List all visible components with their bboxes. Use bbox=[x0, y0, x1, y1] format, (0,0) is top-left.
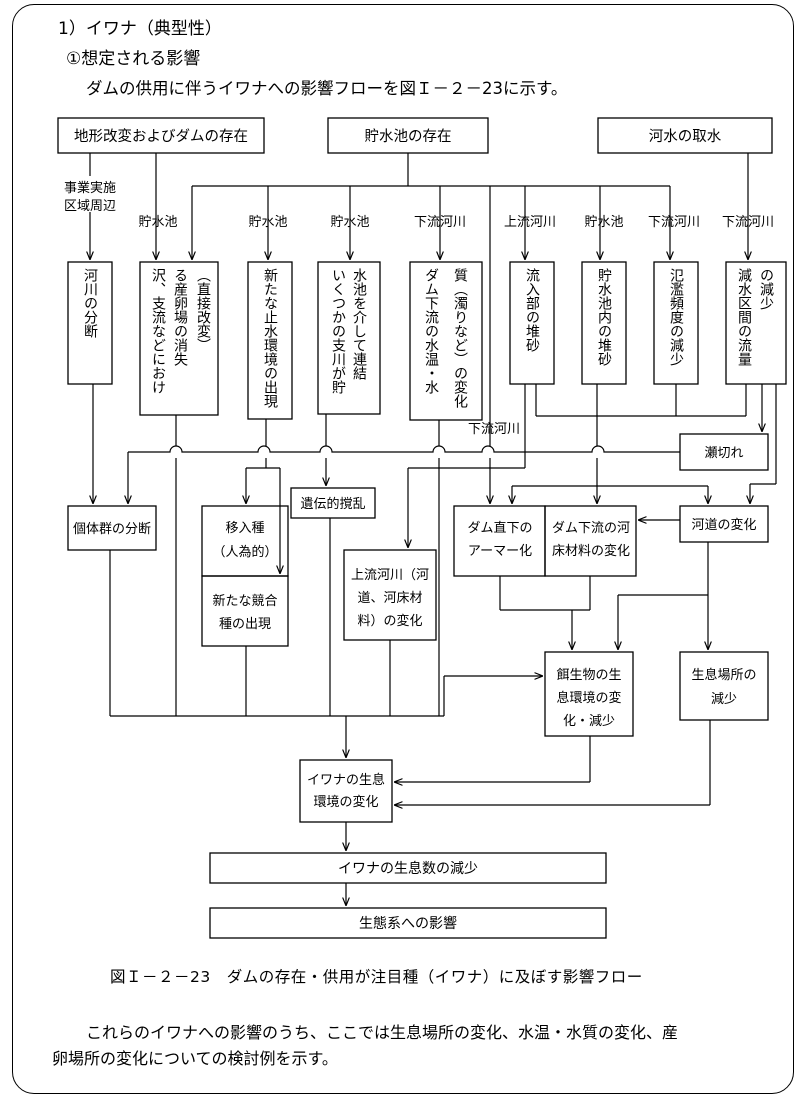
branch-label-upstream: 上流河川 bbox=[504, 215, 556, 230]
channel-change-box bbox=[679, 505, 769, 543]
drying-text: 瀬切れ bbox=[704, 446, 743, 461]
habitat-loss-text-2: 減少 bbox=[711, 691, 737, 707]
river-division-text: 河川の分断 bbox=[82, 268, 98, 338]
paragraph-line-1: これらのイワナへの影響のうち、ここでは生息場所の変化、水温・水質の変化、産 bbox=[86, 1023, 679, 1042]
section-heading: 1）イワナ（典型性） bbox=[58, 19, 222, 39]
channel-change-text: 河道の変化 bbox=[691, 517, 756, 533]
new-lentic-box bbox=[247, 261, 293, 420]
introduced-species-text-2: （人為的） bbox=[212, 544, 277, 560]
construction-area-label-1: 事業実施 bbox=[64, 180, 116, 196]
food-habitat-box bbox=[544, 651, 634, 737]
water-quality-text-2: ダム下流の水温・水 bbox=[423, 268, 439, 394]
river-division-box bbox=[67, 261, 113, 385]
branch-label-reservoir-1: 貯水池 bbox=[138, 215, 177, 230]
iwana-habitat-box bbox=[299, 759, 393, 823]
branch-label-reservoir-3: 貯水池 bbox=[330, 215, 369, 230]
food-habitat-text-2: 息環境の変 bbox=[556, 690, 621, 706]
ecosystem-box bbox=[209, 907, 607, 939]
spawning-loss-text-3: 沢、支流などにおけ bbox=[150, 268, 166, 394]
iwana-decline-text: イワナの生息数の減少 bbox=[338, 860, 478, 877]
food-habitat-text-1: 餌生物の生 bbox=[556, 668, 621, 683]
subsection-heading: ①想定される影響 bbox=[66, 49, 201, 69]
armoring-text-1: ダム直下の bbox=[467, 521, 532, 536]
branch-label-reservoir-2: 貯水池 bbox=[248, 215, 287, 230]
construction-area-label-2: 区域周辺 bbox=[64, 199, 116, 214]
figure-caption: 図Ｉ－２－23 ダムの存在・供用が注目種（イワナ）に及ぼす影響フロー bbox=[110, 968, 643, 986]
new-competitor-text-1: 新たな競合 bbox=[212, 593, 277, 609]
paragraph-line-2: 卵場所の変化についての検討例を示す。 bbox=[52, 1049, 338, 1068]
new-competitor-text-2: 種の出現 bbox=[219, 616, 271, 632]
withdrawal-box bbox=[597, 117, 773, 154]
tributary-link-box bbox=[317, 261, 381, 415]
iwana-decline-box bbox=[209, 852, 607, 884]
bed-material-box bbox=[544, 505, 637, 577]
reservoir-sediment-text: 貯水池内の堆砂 bbox=[596, 268, 612, 366]
new-lentic-text: 新たな止水環境の出現 bbox=[262, 268, 278, 409]
page-frame bbox=[12, 4, 794, 1094]
habitat-loss-text-1: 生息場所の bbox=[691, 667, 756, 683]
branch-label-downstream-1: 下流河川 bbox=[414, 215, 466, 230]
withdrawal-label: 河水の取水 bbox=[649, 128, 722, 145]
spawning-loss-text-2: る産卵場の消失 bbox=[172, 268, 188, 366]
flow-reduction-box bbox=[725, 261, 787, 385]
iwana-habitat-text-1: イワナの生息 bbox=[307, 772, 385, 788]
armoring-box bbox=[453, 505, 546, 577]
inflow-sediment-text: 流入部の堆砂 bbox=[524, 268, 540, 352]
upstream-change-text-1: 上流河川（河 bbox=[351, 568, 429, 583]
introduced-species-box bbox=[201, 505, 289, 577]
flow-reduction-text-1: の減少 bbox=[758, 268, 774, 310]
terrain-label: 地形改変およびダムの存在 bbox=[74, 128, 248, 145]
water-quality-text-1: 質（濁りなど）の変化 bbox=[452, 268, 468, 409]
spawning-loss-box bbox=[139, 261, 219, 416]
flow-reduction-text-2: 減水区間の流量 bbox=[736, 267, 752, 366]
branch-label-downstream-4: 下流河川 bbox=[468, 422, 520, 437]
intro-text: ダムの供用に伴うイワナへの影響フローを図Ｉ－２－23に示す。 bbox=[86, 79, 568, 98]
inflow-sediment-box bbox=[509, 261, 555, 385]
reservoir-sediment-box bbox=[581, 261, 627, 385]
genetic-disturbance-box bbox=[290, 487, 376, 519]
tributary-link-text-1: 水池を介して連結 bbox=[351, 268, 367, 380]
spawning-loss-text-1: （直接改変） bbox=[195, 268, 211, 352]
ecosystem-text: 生態系への影響 bbox=[359, 915, 457, 932]
tributary-link-text-2: いくつかの支川が貯 bbox=[330, 268, 346, 394]
food-habitat-text-3: 化・減少 bbox=[563, 713, 615, 729]
upstream-change-text-2: 道、河床材 bbox=[357, 591, 422, 606]
branch-label-reservoir-4: 貯水池 bbox=[584, 215, 623, 230]
new-competitor-box bbox=[201, 575, 289, 647]
introduced-species-text-1: 移入種 bbox=[225, 520, 264, 536]
iwana-habitat-text-2: 環境の変化 bbox=[313, 794, 378, 810]
bed-material-text-1: ダム下流の河 bbox=[552, 521, 630, 536]
population-division-text: 個体群の分断 bbox=[73, 522, 151, 537]
habitat-loss-box bbox=[679, 651, 769, 721]
armoring-text-2: アーマー化 bbox=[468, 544, 532, 559]
population-division-box bbox=[67, 505, 157, 551]
reservoir-label: 貯水池の存在 bbox=[365, 128, 452, 145]
flood-freq-text: 氾濫頻度の減少 bbox=[668, 268, 684, 366]
bed-material-text-2: 床材料の変化 bbox=[552, 543, 630, 559]
branch-label-downstream-3: 下流河川 bbox=[722, 215, 774, 230]
body-paragraph: これらのイワナへの影響のうち、ここでは生息場所の変化、水温・水質の変化、産 卵場… bbox=[52, 1020, 767, 1072]
genetic-disturbance-text: 遺伝的撹乱 bbox=[300, 496, 365, 512]
upstream-change-text-3: 料）の変化 bbox=[357, 613, 422, 629]
branch-label-downstream-2: 下流河川 bbox=[648, 215, 700, 230]
water-quality-box bbox=[409, 261, 483, 421]
terrain-box bbox=[57, 117, 265, 154]
